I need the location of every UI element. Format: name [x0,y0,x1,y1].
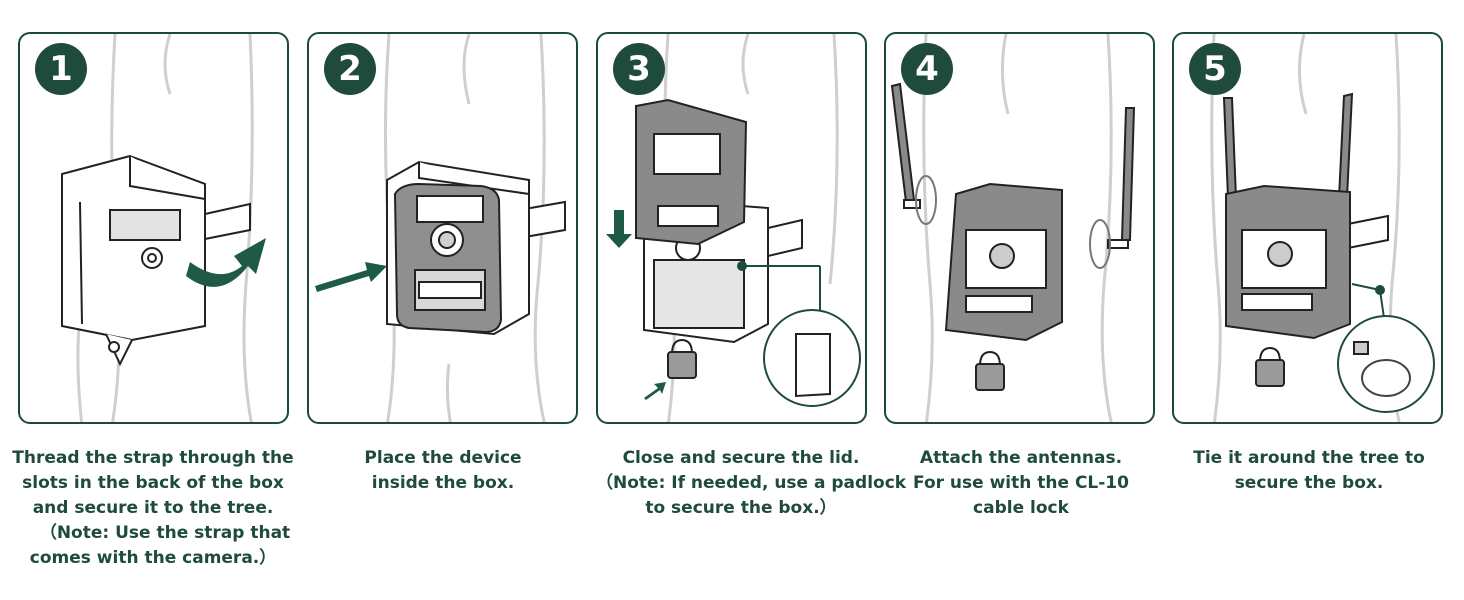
trail-camera-device [393,182,503,334]
step-2-caption-line: inside the box. [371,473,515,493]
step-1-number-badge: 1 [35,43,87,95]
step-1-caption-line: Thread the strap through the [12,448,294,468]
green-arrow-right [315,262,387,292]
tree-background [922,34,1113,422]
camera-box-open [61,154,206,367]
step-5-number-badge: 5 [1189,43,1241,95]
step-5-caption-line: Tie it around the tree to [1193,448,1425,468]
step-1-caption-line: comes with the camera.） [29,548,277,568]
padlock [667,338,697,379]
step-2-caption-line: Place the device [364,448,522,468]
step-3-illustration [606,34,861,422]
antenna-left [1222,97,1238,199]
padlock [975,350,1005,391]
step-2-caption: Place the device inside the box. [298,446,588,496]
step-3-caption-line: （Note: If needed, use a padlock [596,473,907,493]
step-3-panel: 3 [596,32,867,424]
step-1-caption-line: （Note: Use the strap that [39,523,291,543]
step-1-caption: Thread the strap through the slots in th… [8,446,298,571]
step-4-caption-line: For use with the CL-10 [913,473,1129,493]
step-4-caption: Attach the antennas. For use with the CL… [876,446,1166,521]
camera-box-closed [944,182,1063,342]
antenna-left [890,82,921,209]
step-1-caption-line: slots in the back of the box [22,473,284,493]
strap [204,202,251,241]
step-2-number-badge: 2 [324,43,376,95]
step-3-caption-line: to secure the box.） [645,498,837,518]
padlock [1255,346,1285,387]
strap [1347,214,1389,250]
step-3-caption: Close and secure the lid. （Note: If need… [596,446,907,521]
step-3-number-badge: 3 [613,43,665,95]
step-4-caption-line: cable lock [973,498,1069,518]
step-4-panel: 4 [884,32,1155,424]
strap [767,218,803,258]
green-arrow-down [606,210,632,248]
antenna-right [1107,107,1136,249]
step-5-caption-line: secure the box. [1234,473,1384,493]
step-5-illustration [1210,34,1435,422]
cable-lock-inset [1337,283,1435,413]
step-5-caption: Tie it around the tree to secure the box… [1164,446,1454,496]
green-curve-arrow [186,238,266,287]
camera-lid [635,98,748,246]
rotate-arrows [915,175,1111,269]
step-4-caption-line: Attach the antennas. [919,448,1123,468]
step-2-illustration [315,34,566,422]
step-5-panel: 5 [1172,32,1443,424]
step-1-illustration [61,34,266,422]
step-4-number-badge: 4 [901,43,953,95]
step-1-caption-line: and secure it to the tree. [32,498,274,518]
camera-box-closed [1225,184,1351,340]
step-2-panel: 2 [307,32,578,424]
step-3-caption-line: Close and secure the lid. [622,448,860,468]
green-arrow-diagonal [644,382,666,400]
step-4-illustration [890,34,1136,422]
zoom-inset [737,261,861,407]
step-1-panel: 1 [18,32,289,424]
